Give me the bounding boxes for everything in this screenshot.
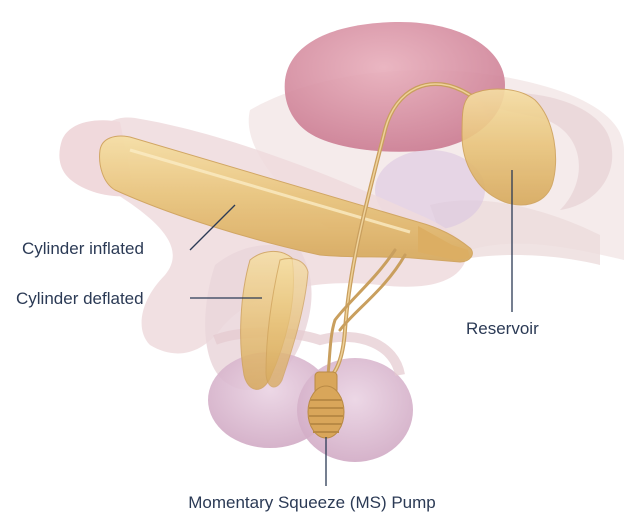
label-cylinder-deflated: Cylinder deflated: [16, 290, 144, 307]
label-pump: Momentary Squeeze (MS) Pump: [0, 494, 624, 511]
label-reservoir: Reservoir: [466, 320, 539, 337]
label-cylinder-inflated: Cylinder inflated: [22, 240, 144, 257]
